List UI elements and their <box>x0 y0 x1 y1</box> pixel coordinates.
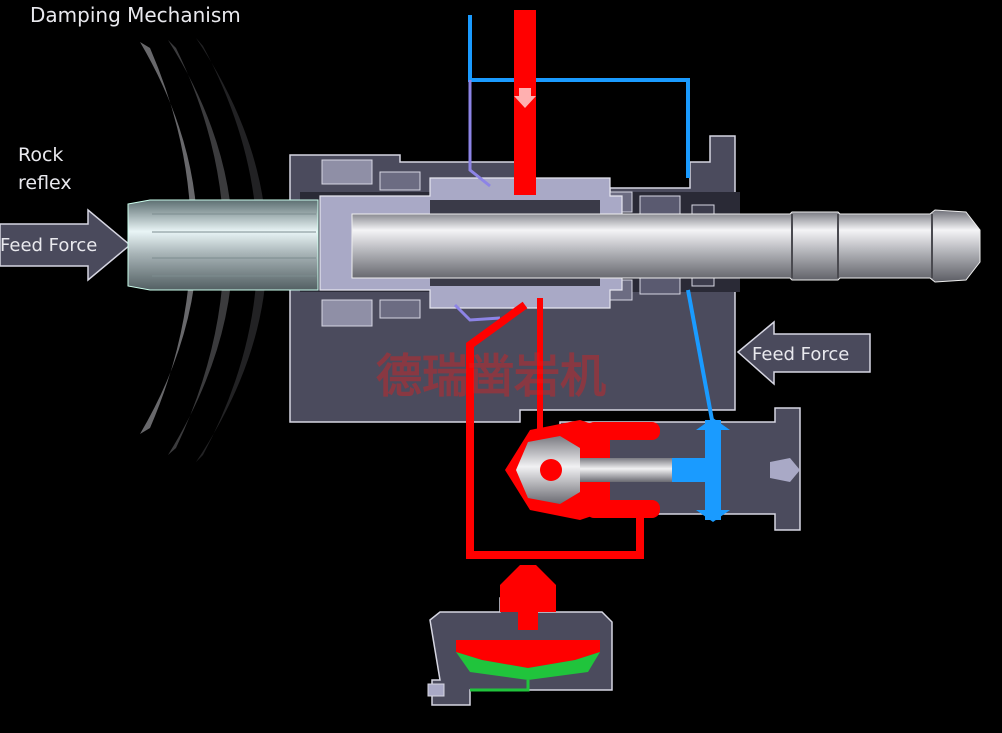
damping-cylinder <box>505 407 801 531</box>
damping-wave-arcs <box>140 38 267 462</box>
feed-force-right-label: Feed Force <box>752 344 849 365</box>
rock-reflex-label-line2: reflex <box>18 172 72 194</box>
shank-adapter <box>127 199 319 291</box>
accumulator <box>427 565 613 706</box>
rock-reflex-label: Rock <box>18 144 63 166</box>
watermark-text: 德瑞凿岩机 <box>376 349 606 403</box>
feed-force-left-label: Feed Force <box>0 235 97 256</box>
pilot-line <box>453 80 501 322</box>
diagram-title: Damping Mechanism <box>30 3 241 27</box>
high-pressure-line <box>466 10 644 559</box>
feed-force-arrow-left: Feed Force <box>0 208 132 282</box>
return-line <box>468 15 714 421</box>
piston-rod <box>351 209 981 283</box>
feed-force-arrow-right: Feed Force <box>736 320 871 386</box>
